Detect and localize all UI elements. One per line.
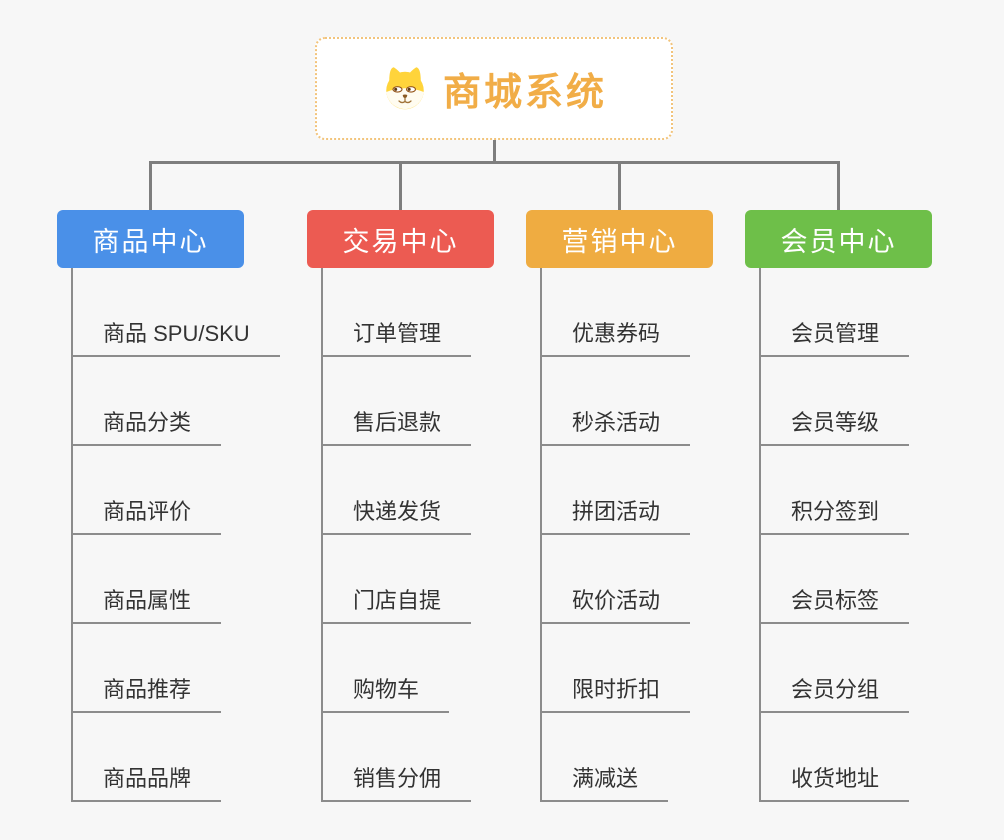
- leaf-node-member-center-0[interactable]: 会员管理: [759, 309, 910, 357]
- branch-header-marketing-center[interactable]: 营销中心: [526, 210, 713, 268]
- branch-header-member-center[interactable]: 会员中心: [745, 210, 932, 268]
- leaf-node-product-center-5[interactable]: 商品品牌: [71, 754, 222, 802]
- branch-header-trade-center[interactable]: 交易中心: [307, 210, 494, 268]
- leaf-node-product-center-0[interactable]: 商品 SPU/SKU: [71, 309, 280, 357]
- leaf-node-marketing-center-1[interactable]: 秒杀活动: [540, 398, 691, 446]
- leaf-node-trade-center-1[interactable]: 售后退款: [321, 398, 472, 446]
- leaf-node-trade-center-2[interactable]: 快递发货: [321, 487, 472, 535]
- leaf-node-trade-center-0[interactable]: 订单管理: [321, 309, 472, 357]
- leaf-node-product-center-2[interactable]: 商品评价: [71, 487, 222, 535]
- connector-branch-drop-trade-center: [399, 161, 402, 210]
- connector-root-drop: [492, 140, 496, 164]
- branch-trunk-member-center: [759, 268, 761, 802]
- leaf-node-product-center-1[interactable]: 商品分类: [71, 398, 222, 446]
- leaf-node-marketing-center-0[interactable]: 优惠券码: [540, 309, 691, 357]
- leaf-node-member-center-3[interactable]: 会员标签: [759, 576, 910, 624]
- leaf-node-marketing-center-4[interactable]: 限时折扣: [540, 665, 691, 713]
- leaf-node-product-center-4[interactable]: 商品推荐: [71, 665, 222, 713]
- leaf-node-trade-center-4[interactable]: 购物车: [321, 665, 450, 713]
- branch-header-product-center[interactable]: 商品中心: [57, 210, 244, 268]
- branch-trunk-trade-center: [321, 268, 323, 802]
- shiba-dog-icon: [386, 66, 424, 109]
- root-title: 商城系统: [442, 72, 607, 114]
- connector-branch-drop-product-center: [149, 161, 152, 210]
- leaf-node-member-center-2[interactable]: 积分签到: [759, 487, 910, 535]
- leaf-node-marketing-center-3[interactable]: 砍价活动: [540, 576, 691, 624]
- connector-branch-drop-member-center: [837, 161, 840, 210]
- root-node[interactable]: 商城系统: [315, 37, 673, 140]
- leaf-node-member-center-5[interactable]: 收货地址: [759, 754, 910, 802]
- leaf-node-marketing-center-2[interactable]: 拼团活动: [540, 487, 691, 535]
- leaf-node-product-center-3[interactable]: 商品属性: [71, 576, 222, 624]
- leaf-node-member-center-4[interactable]: 会员分组: [759, 665, 910, 713]
- leaf-node-member-center-1[interactable]: 会员等级: [759, 398, 910, 446]
- connector-horizontal-bar: [149, 161, 840, 164]
- connector-branch-drop-marketing-center: [618, 161, 621, 210]
- branch-trunk-product-center: [71, 268, 73, 802]
- leaf-node-trade-center-3[interactable]: 门店自提: [321, 576, 472, 624]
- branch-trunk-marketing-center: [540, 268, 542, 802]
- leaf-node-marketing-center-5[interactable]: 满减送: [540, 754, 669, 802]
- leaf-node-trade-center-5[interactable]: 销售分佣: [321, 754, 472, 802]
